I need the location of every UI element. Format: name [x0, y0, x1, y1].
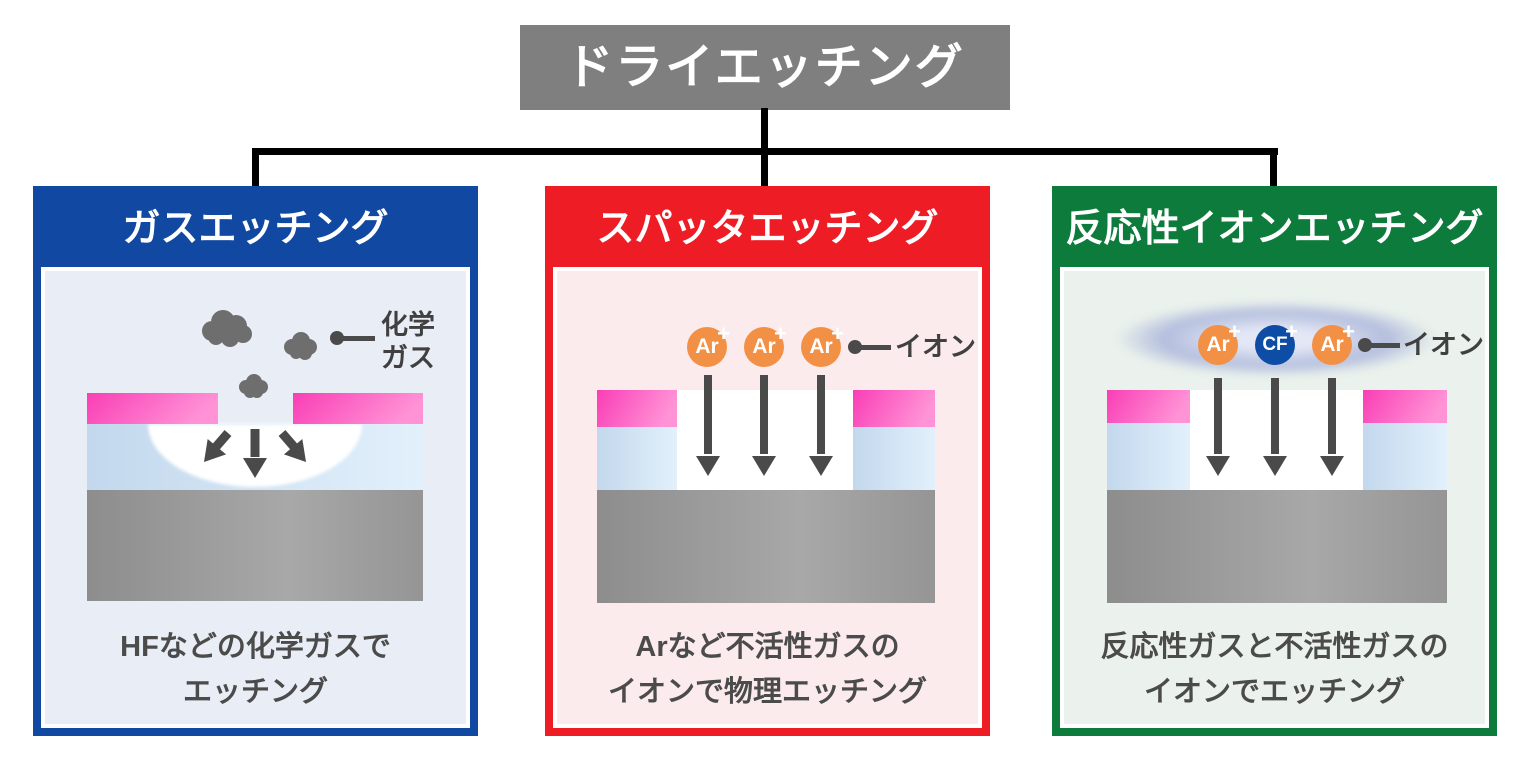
connector-drop-center — [761, 148, 768, 188]
ar-ion-badge: Ar + — [801, 321, 844, 367]
substrate — [87, 490, 423, 601]
pointer-line — [1365, 343, 1400, 348]
chemical-gas-label: 化学 ガス — [381, 310, 435, 373]
mask-left — [1107, 390, 1190, 423]
panel-reactive-ion-etching-caption: 反応性ガスと不活性ガスの イオンでエッチング — [1100, 631, 1449, 708]
gas-cloud-icon — [239, 374, 268, 398]
plus-charge: + — [774, 321, 787, 346]
film-left — [597, 427, 677, 490]
panel-sputter-etching: スパッタエッチング — [545, 186, 990, 736]
ar-ion-badge: Ar + — [744, 321, 787, 367]
panel-sputter-etching-caption: Arなど不活性ガスの イオンで物理エッチング — [607, 631, 927, 708]
mask-left — [597, 390, 677, 427]
connector-drop-left — [252, 148, 259, 188]
connector-stem — [761, 108, 768, 152]
pointer-line — [337, 336, 375, 341]
plus-charge: + — [1285, 319, 1298, 344]
root-title-text: ドライエッチング — [565, 41, 965, 94]
plus-charge: + — [717, 321, 730, 346]
plus-charge: + — [1342, 319, 1355, 344]
film-left — [1107, 423, 1190, 490]
plus-charge: + — [1228, 319, 1241, 344]
panel-gas-etching-header: ガスエッチング — [122, 208, 389, 250]
etch-arrows — [204, 429, 306, 478]
root-title: ドライエッチング — [520, 25, 1010, 110]
mask-right — [853, 390, 935, 427]
connector-drop-right — [1270, 148, 1277, 188]
reactive-ion-etching-illustration — [1107, 378, 1447, 603]
ar-ion-badge: Ar + — [687, 321, 730, 367]
panel-gas-etching: ガスエッチング — [33, 186, 478, 736]
ar-ion-badge: Ar + — [1312, 319, 1355, 365]
ion-label: イオン — [1403, 330, 1484, 360]
panel-reactive-ion-etching-header: 反応性イオンエッチング — [1065, 208, 1484, 250]
cf-ion-badge: CF + — [1255, 319, 1298, 365]
sputter-etching-illustration — [597, 375, 935, 603]
panel-gas-etching-caption: HFなどの化学ガスで エッチング — [120, 631, 391, 708]
gas-cloud-icon — [284, 332, 317, 360]
mask-right — [1363, 390, 1447, 423]
substrate — [597, 490, 935, 603]
ion-label: イオン — [895, 332, 976, 362]
mask-right — [293, 393, 423, 424]
mask-left — [87, 393, 218, 424]
plus-charge: + — [831, 321, 844, 346]
ion-arrows — [1206, 378, 1344, 476]
gas-cloud-icon — [202, 310, 252, 347]
gas-etching-illustration — [87, 310, 423, 601]
arrow-down-left-icon — [211, 430, 232, 451]
substrate — [1107, 490, 1447, 603]
panel-reactive-ion-etching: 反応性イオンエッチング — [1052, 186, 1497, 736]
ar-ion-badge: Ar + — [1198, 319, 1241, 365]
film-right — [1363, 423, 1447, 490]
arrow-down-right-icon — [278, 430, 299, 451]
panel-sputter-etching-header: スパッタエッチング — [596, 208, 939, 250]
ion-arrows — [696, 375, 833, 476]
film-right — [853, 427, 935, 490]
pointer-line — [855, 345, 891, 350]
